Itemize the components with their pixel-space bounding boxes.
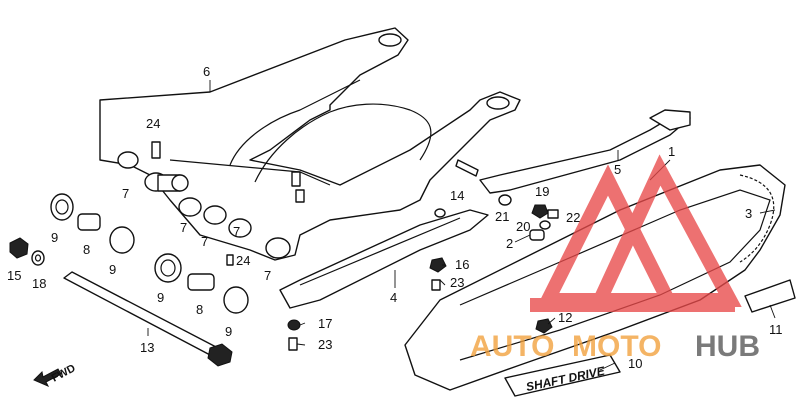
label-12: 12 — [558, 310, 572, 325]
label-23a: 23 — [450, 275, 464, 290]
label-7c: 7 — [201, 234, 208, 249]
label-6: 6 — [203, 64, 210, 79]
label-5: 5 — [614, 162, 621, 177]
label-7e: 7 — [264, 268, 271, 283]
watermark-logo — [530, 154, 742, 312]
watermark-brand-moto: MOTO — [572, 330, 661, 363]
label-13: 13 — [140, 340, 154, 355]
label-20: 20 — [516, 219, 530, 234]
part-number-labels: 6 24 7 7 7 7 7 24 9 8 9 15 18 9 8 9 13 1… — [7, 64, 783, 371]
label-7a: 7 — [122, 186, 129, 201]
label-4: 4 — [390, 290, 397, 305]
label-24b: 24 — [236, 253, 250, 268]
label-7d: 7 — [233, 224, 240, 239]
watermark-brand-hub: HUB — [695, 330, 760, 363]
label-19: 19 — [535, 184, 549, 199]
label-24a: 24 — [146, 116, 160, 131]
pivot-bushings — [117, 141, 291, 266]
watermark: AUTO MOTO HUB — [470, 154, 760, 363]
label-17: 17 — [318, 316, 332, 331]
label-15: 15 — [7, 268, 21, 283]
label-9b: 9 — [109, 262, 116, 277]
small-fasteners — [287, 159, 559, 351]
chain-guard — [279, 208, 489, 309]
label-14: 14 — [450, 188, 464, 203]
label-8b: 8 — [196, 302, 203, 317]
fwd-arrow: FWD — [33, 362, 78, 387]
label-23b: 23 — [318, 337, 332, 352]
label-2: 2 — [506, 236, 513, 251]
label-11: 11 — [769, 322, 783, 337]
label-21: 21 — [495, 209, 509, 224]
label-18: 18 — [32, 276, 46, 291]
chain-case-arm — [479, 109, 691, 194]
label-10: 10 — [628, 356, 642, 371]
label-1: 1 — [668, 144, 675, 159]
label-16: 16 — [455, 257, 469, 272]
label-22: 22 — [566, 210, 580, 225]
label-7b: 7 — [180, 220, 187, 235]
label-9a: 9 — [51, 230, 58, 245]
label-3: 3 — [745, 206, 752, 221]
label-9d: 9 — [225, 324, 232, 339]
swingarm — [99, 27, 521, 261]
fwd-label: FWD — [50, 362, 78, 384]
label-8a: 8 — [83, 242, 90, 257]
watermark-brand-auto: AUTO — [470, 330, 554, 363]
pivot-hardware — [9, 193, 249, 367]
label-9c: 9 — [157, 290, 164, 305]
